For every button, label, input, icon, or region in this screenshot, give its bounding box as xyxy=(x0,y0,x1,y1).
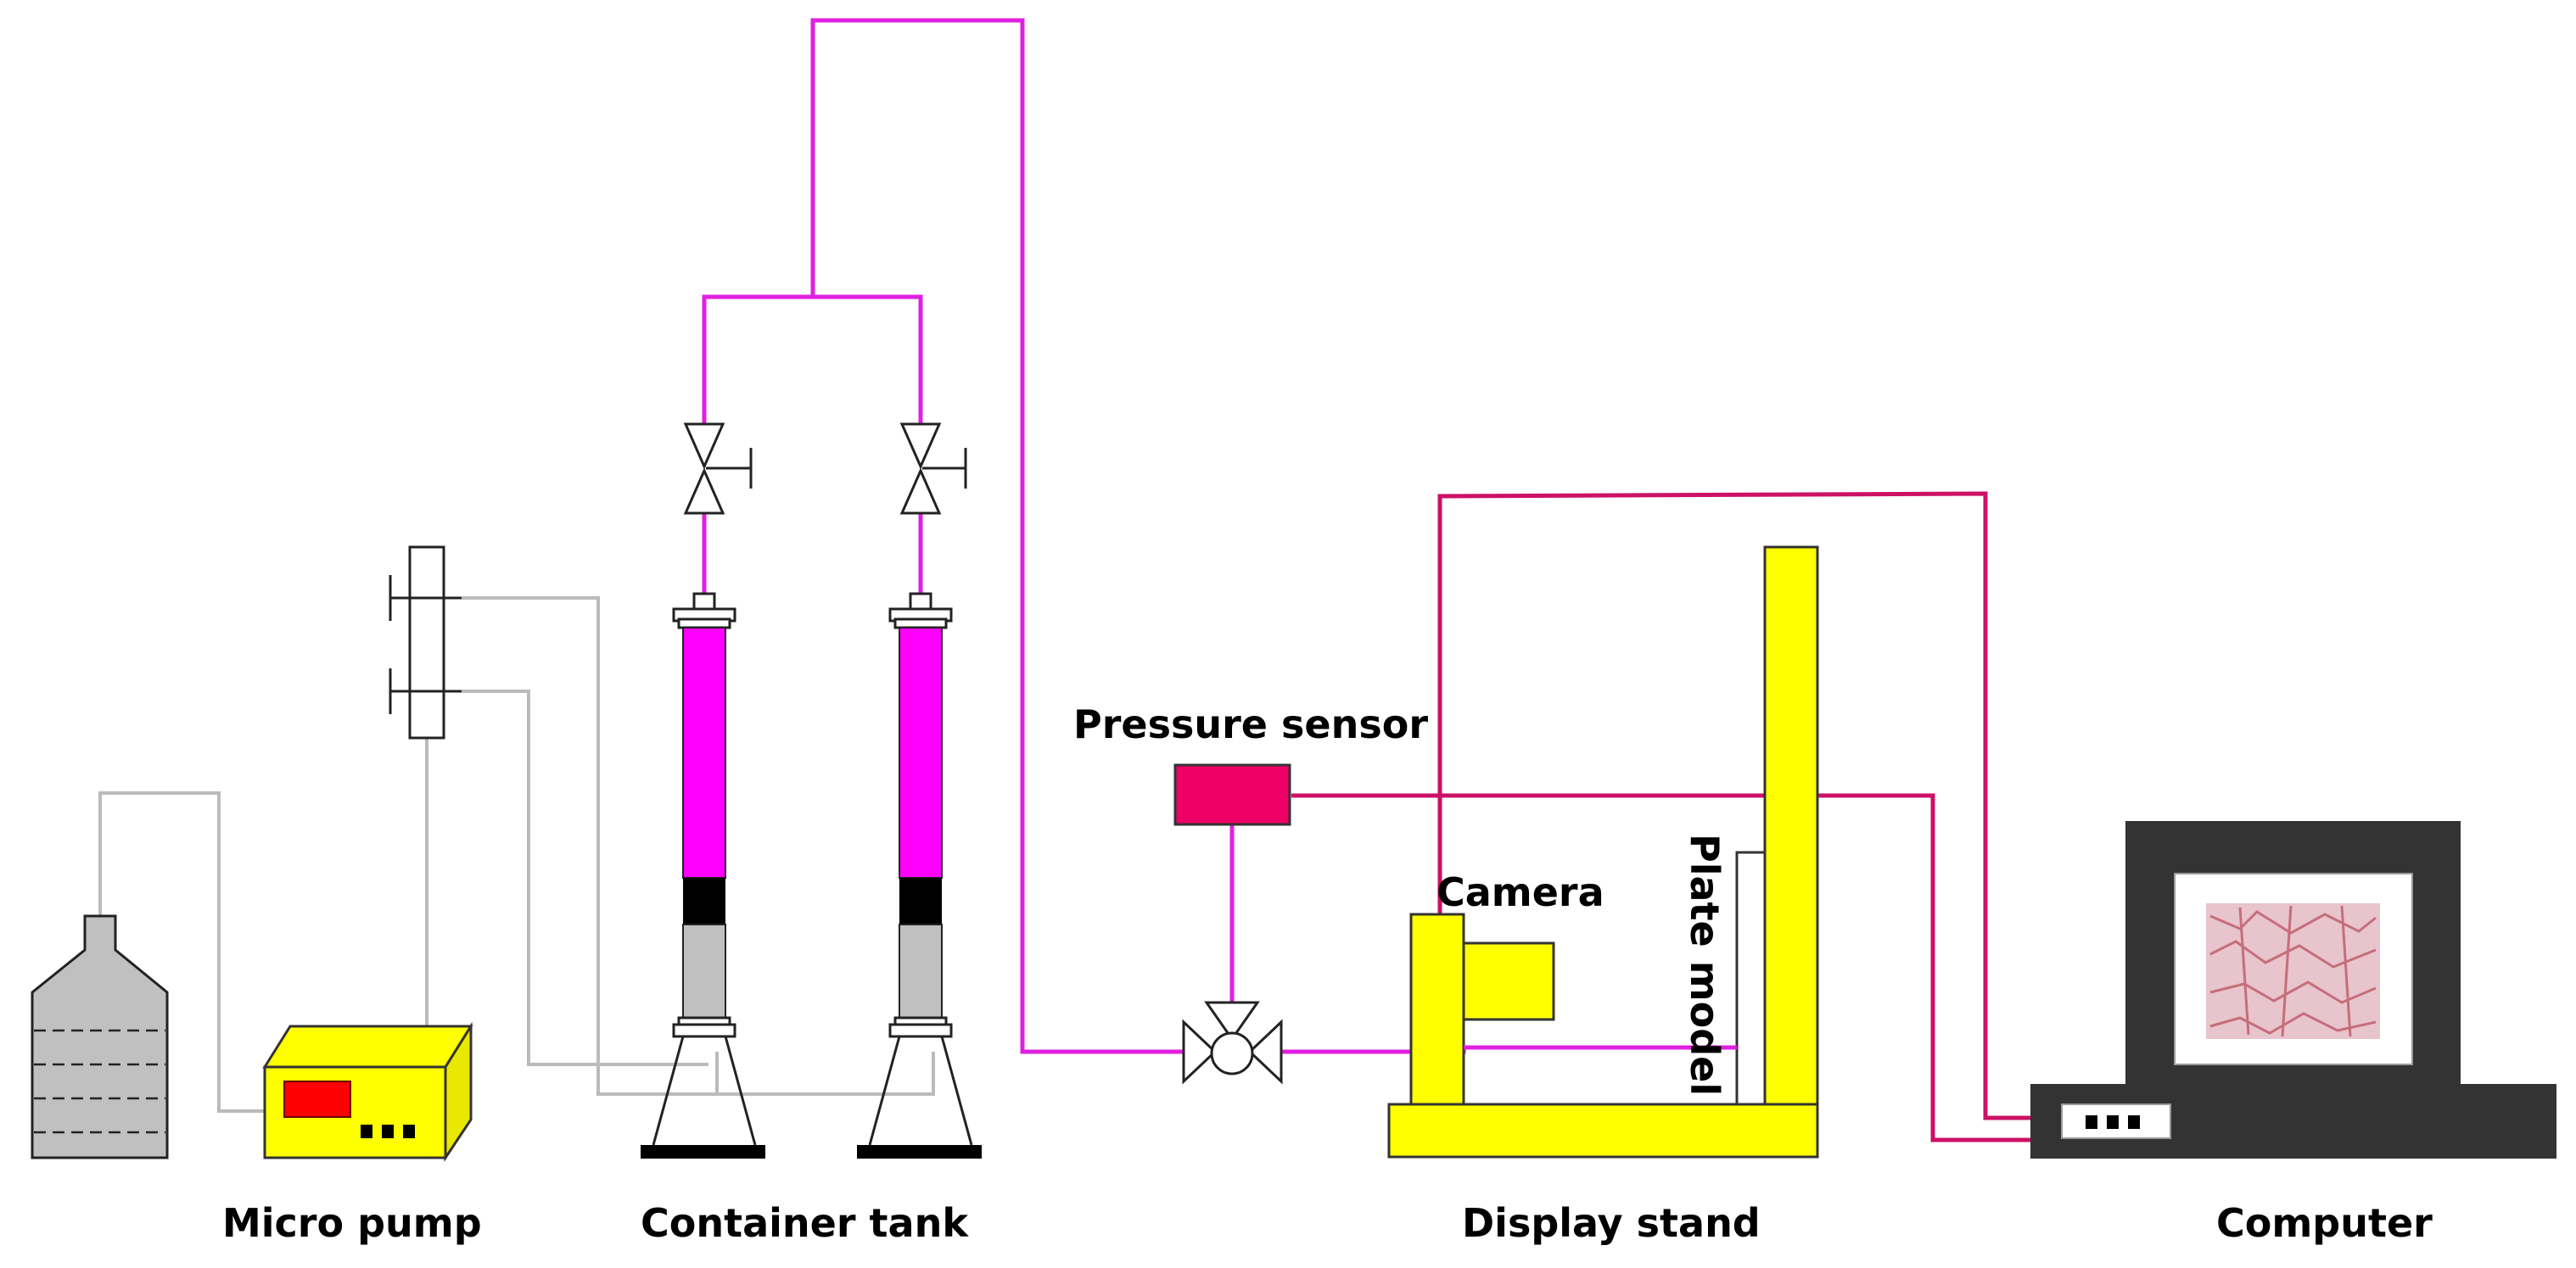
valve-lower-triangle xyxy=(683,467,725,515)
tank-fluid xyxy=(899,627,943,879)
left-needle-valve xyxy=(683,422,753,515)
tank-piston xyxy=(683,878,725,924)
plate-model xyxy=(1735,851,1767,1106)
valve-top-triangle xyxy=(1204,1001,1260,1042)
computer-button xyxy=(2107,1115,2119,1129)
right-needle-valve xyxy=(899,422,967,515)
tank-header-line xyxy=(702,294,923,424)
manifold-to-right-tank-tube xyxy=(462,690,708,1066)
pump-button xyxy=(361,1125,372,1138)
camera-post xyxy=(1409,913,1465,1106)
top-loop-line xyxy=(810,18,1192,1054)
bottle-to-pump-tube xyxy=(98,791,267,1113)
display-stand xyxy=(1387,545,1819,1159)
label-camera: Camera xyxy=(1436,869,1604,915)
label-micro-pump: Micro pump xyxy=(222,1200,482,1246)
valve-body xyxy=(1210,1031,1254,1075)
tank-top-flange xyxy=(677,617,731,629)
tank-top-flange xyxy=(893,617,948,629)
tank-stand-base xyxy=(641,1145,765,1159)
tank-stand-leg xyxy=(724,1036,757,1146)
tank-bottom-cap xyxy=(888,1023,953,1038)
label-container-tank: Container tank xyxy=(641,1200,969,1246)
tank-lower-chamber xyxy=(899,924,943,1019)
reservoir-bottle xyxy=(31,914,169,1159)
distribution-manifold xyxy=(389,545,462,740)
computer-button xyxy=(2086,1115,2097,1129)
pressure-sensor xyxy=(1173,763,1291,826)
computer xyxy=(2030,821,2556,1159)
tank-stand-leg xyxy=(940,1036,973,1146)
tank-stand-leg xyxy=(652,1036,685,1146)
three-way-valve xyxy=(1182,1001,1283,1085)
signal-wires xyxy=(1291,491,2032,1142)
tank-fluid xyxy=(682,627,726,879)
manifold-body xyxy=(408,545,445,740)
camera-to-computer-wire xyxy=(1437,491,2032,1120)
label-display-stand: Display stand xyxy=(1462,1200,1761,1246)
tank-lower-chamber xyxy=(682,924,726,1019)
gray-tubing xyxy=(98,596,935,1113)
tank-stand-base xyxy=(857,1145,982,1159)
screen-pattern xyxy=(2209,905,2377,1037)
stand-upright xyxy=(1763,545,1819,1106)
camera-lens-housing xyxy=(1462,941,1555,1021)
valve-right-triangle xyxy=(1247,1019,1283,1085)
pump-display xyxy=(283,1081,351,1118)
bottle-body xyxy=(31,914,169,1159)
tank-stand-leg xyxy=(868,1036,901,1146)
label-plate-model: Plate model xyxy=(1682,834,1728,1096)
label-computer: Computer xyxy=(2216,1200,2433,1246)
valve-upper-triangle xyxy=(683,422,725,470)
stand-base xyxy=(1387,1103,1819,1159)
valve-lower-triangle xyxy=(899,467,942,515)
pump-button xyxy=(382,1125,394,1138)
pump-top-face xyxy=(262,1025,473,1069)
valve-upper-triangle xyxy=(899,422,942,470)
container-tank-right xyxy=(857,592,982,1159)
label-pressure-sensor: Pressure sensor xyxy=(1073,701,1428,747)
container-tank-left xyxy=(641,592,765,1159)
tank-link-tube xyxy=(598,1052,935,1096)
tank-piston xyxy=(899,878,942,924)
valve-left-triangle xyxy=(1182,1019,1218,1085)
micro-pump xyxy=(262,1021,473,1162)
computer-button xyxy=(2128,1115,2140,1129)
pump-button xyxy=(403,1125,415,1138)
tank-bottom-cap xyxy=(672,1023,736,1038)
sensor-to-computer-wire xyxy=(1291,793,2032,1142)
